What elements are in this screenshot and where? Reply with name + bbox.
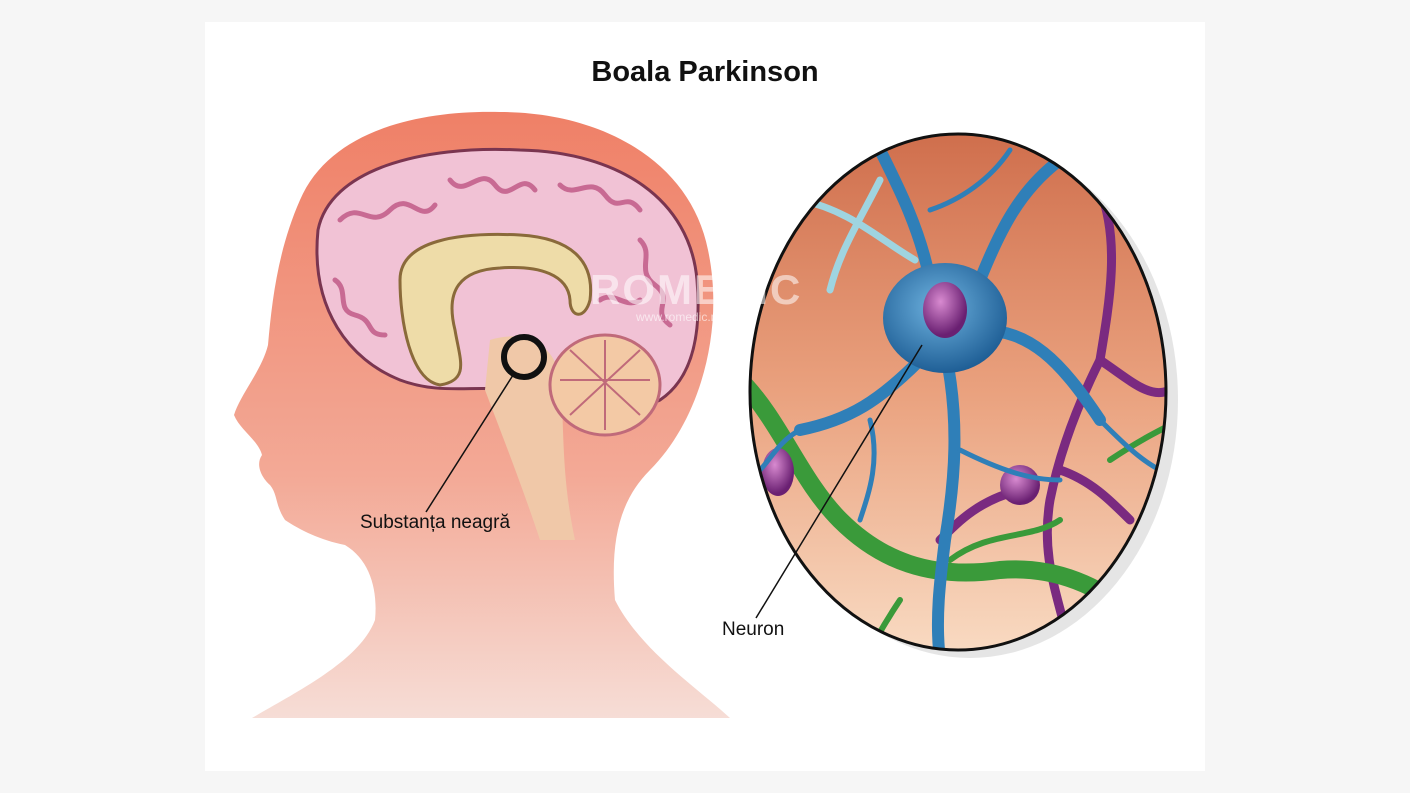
neuron-inset [750,134,1166,650]
substantia-nigra-pointer [425,371,516,513]
cerebellum-folia [560,340,650,430]
inset-border [748,132,1168,652]
diagram-title: Boala Parkinson [591,56,819,88]
label-substantia-nigra: Substanța neagră [360,512,511,533]
label-neuron: Neuron [722,619,785,640]
watermark-brand: ROMEDIC [590,266,803,313]
substantia-nigra-marker [501,334,547,380]
brain-gyri [332,176,673,338]
corpus-callosum [398,232,593,387]
watermark-url: www.romedic.ro [636,310,722,324]
neuron-pointer [755,344,923,619]
